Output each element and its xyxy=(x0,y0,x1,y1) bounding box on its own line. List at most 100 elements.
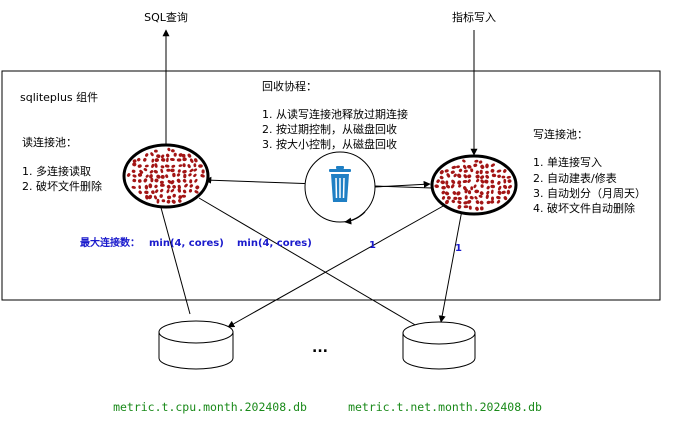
connection-dot xyxy=(178,153,183,157)
connection-dot xyxy=(478,194,483,198)
connection-dot xyxy=(147,194,153,200)
connection-dot xyxy=(475,200,480,205)
connection-dot xyxy=(463,164,467,170)
connection-dot xyxy=(172,184,176,189)
connection-dot xyxy=(480,179,485,184)
connection-dot xyxy=(166,184,171,189)
connection-dot xyxy=(503,196,508,201)
connection-dot xyxy=(148,183,153,189)
connection-dot xyxy=(156,198,160,204)
database-cpu xyxy=(158,320,234,370)
connection-dot xyxy=(160,154,165,159)
connection-dot xyxy=(159,180,164,184)
read-pool-description: 读连接池： 1. 多连接读取 2. 破坏文件删除 xyxy=(22,135,102,193)
connection-dot xyxy=(486,185,490,190)
connection-dot xyxy=(132,162,137,167)
write-pool-item: 1. 单连接写入 xyxy=(533,156,602,169)
connection-dot xyxy=(503,184,508,189)
connection-dot xyxy=(136,158,141,162)
recycle-item: 1. 从读写连接池释放过期连接 xyxy=(262,107,408,121)
connection-dot xyxy=(154,163,158,168)
connection-dot xyxy=(497,190,502,195)
connection-dot xyxy=(189,179,193,184)
connection-dot xyxy=(166,189,170,194)
connection-dot xyxy=(194,158,198,163)
connection-dot xyxy=(170,157,175,162)
connection-dot xyxy=(171,164,176,168)
connection-dot xyxy=(496,169,502,173)
connection-dot xyxy=(189,184,194,188)
connection-dot xyxy=(172,193,176,198)
connection-dot xyxy=(479,191,484,196)
connection-dot xyxy=(137,172,143,177)
connection-dot xyxy=(463,174,468,179)
connection-dot xyxy=(498,185,502,191)
connection-dot xyxy=(154,184,158,189)
connection-dot xyxy=(456,165,460,169)
connection-dot xyxy=(503,169,507,173)
connection-dot xyxy=(462,159,466,163)
connection-dot xyxy=(161,158,166,162)
connection-dot xyxy=(490,189,494,194)
connection-dot xyxy=(466,199,472,204)
connection-dot xyxy=(145,174,149,178)
connection-dot xyxy=(439,175,444,180)
connection-dot xyxy=(178,195,183,200)
connection-dot xyxy=(485,174,490,179)
connection-dot xyxy=(447,196,451,200)
connection-dot xyxy=(149,170,154,174)
connection-dot xyxy=(446,173,451,178)
connection-dot xyxy=(160,188,164,193)
connection-dot xyxy=(182,179,187,183)
connection-dot xyxy=(178,164,183,167)
connection-dot xyxy=(182,189,187,194)
write-pool-ellipse xyxy=(430,154,518,216)
connection-dot xyxy=(193,163,197,168)
connection-dot xyxy=(506,189,511,195)
connection-dot xyxy=(144,190,149,195)
connection-dot xyxy=(151,158,155,163)
connection-dot xyxy=(151,163,155,169)
connection-dot xyxy=(161,199,166,203)
write-connection-pool xyxy=(430,154,518,216)
connection-dot xyxy=(485,163,489,169)
connection-dot xyxy=(464,188,468,194)
connection-dot xyxy=(501,190,506,195)
recycle-loop-arrow xyxy=(344,211,366,225)
connection-dot xyxy=(160,165,165,169)
database-ellipsis: ... xyxy=(312,340,328,356)
connection-dot xyxy=(444,191,450,196)
connection-dot xyxy=(450,170,455,174)
read-pool-title: 读连接池： xyxy=(22,135,77,149)
connection-dot xyxy=(149,174,153,179)
connection-dot xyxy=(467,164,472,169)
recycle-item: 2. 按过期控制，从磁盘回收 xyxy=(262,122,397,136)
connection-dot xyxy=(490,179,495,184)
max-connections-label: 最大连接数： xyxy=(80,236,140,249)
connection-dot xyxy=(484,179,489,184)
connection-dot xyxy=(444,169,449,173)
connection-dot xyxy=(478,160,483,164)
trash-bin-icon xyxy=(329,166,351,202)
read-cpu-connections: min(4, cores) xyxy=(149,238,224,249)
connection-dot xyxy=(486,200,491,205)
connection-dot xyxy=(182,157,187,162)
connection-dot xyxy=(451,199,456,204)
connection-dot xyxy=(490,184,495,189)
connection-dot xyxy=(193,173,197,178)
connection-dot xyxy=(440,180,445,185)
sql-query-label: SQL查询 xyxy=(144,10,188,24)
connection-dot xyxy=(154,158,159,163)
connection-dot xyxy=(166,168,171,172)
connection-dot xyxy=(166,157,169,163)
connection-dot xyxy=(453,196,458,201)
connection-dot xyxy=(164,164,170,168)
connection-dot xyxy=(480,184,484,188)
connection-dot xyxy=(144,164,149,168)
connection-dot xyxy=(160,183,165,187)
connection-dot xyxy=(457,180,462,185)
connection-dot xyxy=(474,196,478,200)
connection-dot xyxy=(173,152,177,157)
connection-dot xyxy=(480,175,485,180)
connection-dot xyxy=(194,190,199,194)
